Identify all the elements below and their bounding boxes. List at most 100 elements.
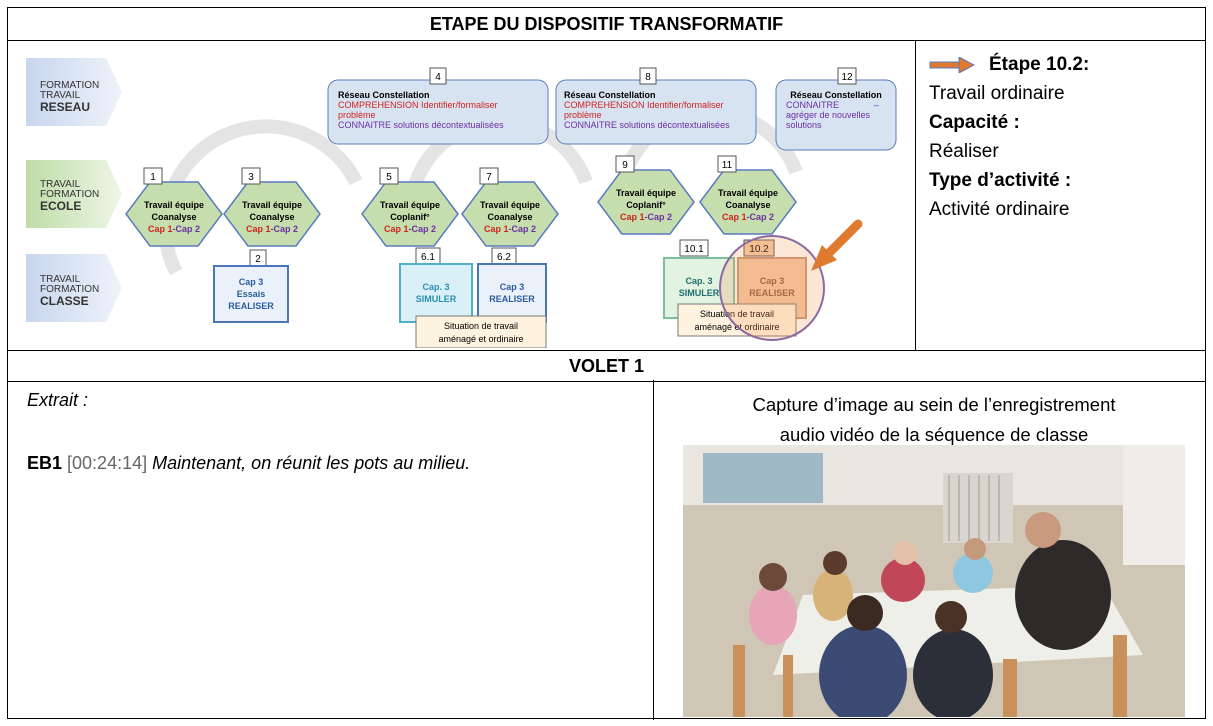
hexagon-label: Travail équipe	[144, 200, 204, 210]
right-arrow-icon	[929, 56, 976, 74]
svg-text:COMPREHENSION Identifier/forma: COMPREHENSION Identifier/formaliser	[564, 100, 724, 110]
hexagon-label: Coanalyse	[725, 200, 770, 210]
capacity-label: Capacité :	[929, 112, 1020, 133]
svg-text:Réseau Constellation: Réseau Constellation	[790, 90, 882, 100]
svg-text:10.1: 10.1	[684, 244, 704, 255]
svg-text:REALISER: REALISER	[228, 301, 274, 311]
hexagon-number: 11	[722, 160, 733, 171]
svg-text:aménagé et ordinaire: aménagé et ordinaire	[438, 334, 523, 344]
utterance: Maintenant, on réunit les pots au milieu…	[152, 453, 471, 473]
hexagon-number: 5	[386, 172, 392, 183]
svg-text:2: 2	[255, 254, 261, 265]
svg-text:SIMULER: SIMULER	[416, 294, 457, 304]
svg-text:CONNAITRE: CONNAITRE	[786, 100, 839, 110]
step-title: Étape 10.2:	[989, 54, 1090, 75]
svg-text:problème: problème	[338, 110, 376, 120]
transformative-device-diagram: FORMATION TRAVAIL RESEAU TRAVAIL FORMATI…	[26, 58, 897, 348]
reseau-box-12: 12 Réseau Constellation CONNAITRE – agré…	[775, 67, 897, 151]
classe-box-6-2: 6.2 Cap 3 REALISER	[477, 247, 547, 323]
hexagon-label: Coanalyse	[487, 212, 532, 222]
svg-text:Situation de travail: Situation de travail	[700, 309, 774, 319]
svg-text:Situation de travail: Situation de travail	[444, 321, 518, 331]
hexagon-label: Coanalyse	[151, 212, 196, 222]
hexagon-label: Coanalyse	[249, 212, 294, 222]
svg-text:COMPREHENSION Identifier/forma: COMPREHENSION Identifier/formaliser	[338, 100, 498, 110]
svg-text:8: 8	[645, 72, 651, 83]
caption-line: audio vidéo de la séquence de classe	[779, 424, 1089, 445]
svg-text:4: 4	[435, 72, 441, 83]
svg-text:Cap 3: Cap 3	[500, 282, 525, 292]
situation-box-1: Situation de travail aménagé et ordinair…	[415, 315, 547, 348]
header-title: ETAPE DU DISPOSITIF TRANSFORMATIF	[8, 8, 1205, 41]
hexagon-capacities: Cap 1-Cap 2	[246, 224, 298, 234]
classroom-photo	[683, 445, 1185, 717]
svg-text:Cap 3: Cap 3	[239, 277, 264, 287]
hexagon-capacities: Cap 1-Cap 2	[620, 212, 672, 222]
pointer-arrow-icon	[811, 219, 863, 271]
document-table: ETAPE DU DISPOSITIF TRANSFORMATIF	[7, 7, 1207, 720]
row-arrow-ecole	[26, 160, 122, 228]
svg-text:solutions: solutions	[786, 120, 822, 130]
row-label: CLASSE	[40, 294, 89, 308]
svg-text:CONNAITRE solutions décontextu: CONNAITRE solutions décontextualisées	[564, 120, 730, 130]
capacity-value: Réaliser	[929, 141, 999, 162]
svg-text:–: –	[874, 100, 879, 110]
svg-text:Cap. 3: Cap. 3	[422, 282, 449, 292]
activity-type-label: Type d’activité :	[929, 170, 1072, 191]
row-label: TRAVAIL	[40, 90, 81, 101]
row-label: FORMATION	[40, 284, 99, 295]
caption-line: Capture d’image au sein de l’enregistrem…	[752, 394, 1116, 415]
volet-heading: VOLET 1	[8, 350, 1205, 382]
svg-text:6.2: 6.2	[497, 252, 511, 263]
highlight-circle	[719, 235, 825, 341]
activity-type-value: Activité ordinaire	[929, 199, 1070, 220]
speaker-code: EB1	[27, 453, 63, 473]
svg-text:Essais: Essais	[237, 289, 266, 299]
hexagon-number: 3	[248, 172, 254, 183]
svg-text:Réseau Constellation: Réseau Constellation	[338, 90, 430, 100]
classe-box-2: 2 Cap 3 Essais REALISER	[213, 249, 289, 323]
row-arrow-classe	[26, 254, 122, 322]
hexagon-label: Travail équipe	[380, 200, 440, 210]
svg-text:12: 12	[841, 72, 853, 83]
reseau-box-4: 4 Réseau Constellation COMPREHENSION Ide…	[327, 67, 549, 145]
svg-text:CONNAITRE solutions décontextu: CONNAITRE solutions décontextualisées	[338, 120, 504, 130]
svg-text:10.2: 10.2	[749, 244, 769, 255]
step-title-row: Étape 10.2:	[929, 50, 1089, 79]
row-label: RESEAU	[40, 100, 90, 114]
hexagon-label: Coplanif°	[626, 200, 666, 210]
photo-caption: Capture d’image au sein de l’enregistrem…	[661, 390, 1207, 450]
hexagon-label: Travail équipe	[616, 188, 676, 198]
reseau-box-8: 8 Réseau Constellation COMPREHENSION Ide…	[555, 67, 757, 145]
svg-text:REALISER: REALISER	[489, 294, 535, 304]
row-label: FORMATION	[40, 80, 99, 91]
row-arrow-reseau	[26, 58, 122, 126]
hexagon-label: Travail équipe	[718, 188, 778, 198]
row-label: TRAVAIL	[40, 274, 81, 285]
hexagon-label: Coplanif°	[390, 212, 430, 222]
column-divider	[915, 40, 916, 350]
hexagon-capacities: Cap 1-Cap 2	[722, 212, 774, 222]
column-divider	[653, 380, 654, 720]
timestamp: [00:24:14]	[67, 453, 148, 473]
hexagon-capacities: Cap 1-Cap 2	[148, 224, 200, 234]
hexagon-capacities: Cap 1-Cap 2	[384, 224, 436, 234]
step-work-type: Travail ordinaire	[929, 83, 1065, 104]
row-label: FORMATION	[40, 189, 99, 200]
classe-box-6-1: 6.1 Cap. 3 SIMULER	[399, 247, 473, 323]
svg-text:Réseau Constellation: Réseau Constellation	[564, 90, 656, 100]
extract-label: Extrait :	[27, 390, 88, 411]
row-label: TRAVAIL	[40, 179, 81, 190]
svg-text:SIMULER: SIMULER	[679, 288, 720, 298]
hexagon-label: Travail équipe	[480, 200, 540, 210]
hexagon-number: 1	[150, 172, 156, 183]
svg-text:problème: problème	[564, 110, 602, 120]
row-labels: FORMATION TRAVAIL RESEAU TRAVAIL FORMATI…	[40, 80, 99, 308]
